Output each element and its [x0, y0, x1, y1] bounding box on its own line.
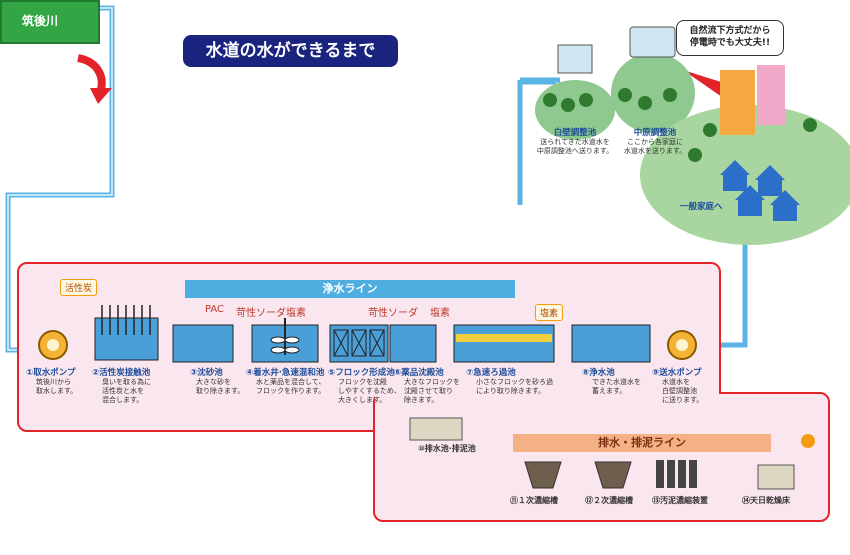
drainage-line-bar: 排水・排泥ライン: [513, 434, 771, 452]
river-tag: 筑後川: [0, 0, 100, 44]
chemical-activated-carbon: 活性炭: [60, 279, 98, 296]
reservoir-shirakabe: 白壁調整池 送られてきた水道水を 中原調整池へ送ります。: [530, 126, 620, 156]
reservoir-landscape: [535, 26, 850, 245]
step-mixing-basin: ④着水井·急速混和池 水と薬品を混合して、 フロックを作ります。: [246, 366, 325, 396]
drain-step-label: ⑪１次濃縮槽: [510, 496, 558, 505]
purification-line-bar: 浄水ライン: [185, 280, 515, 298]
step-desc: 臭いを取る為に 活性炭と水を 混合します。: [102, 378, 151, 404]
step-desc: 大きなフロックを 沈殿させて取り 除きます。: [404, 378, 460, 404]
chemical-caustic-soda: 苛性ソーダ: [368, 308, 418, 319]
page-title: 水道の水ができるまで: [183, 35, 398, 67]
step-label: ⑦急速ろ過池: [466, 368, 516, 378]
step-desc: フロックを沈殿 しやすくするため、 大きくします。: [338, 378, 401, 404]
step-distribution-pump: ⑨送水ポンプ 水道水を 白壁調整池 に送ります。: [652, 366, 703, 405]
step-label: ⑧浄水池: [582, 368, 615, 378]
homes-label: 一般家庭へ: [680, 202, 723, 212]
step-label: ④着水井·急速混和池: [246, 368, 325, 378]
step-sedimentation: ⑥薬品沈殿池 大きなフロックを 沈殿させて取り 除きます。: [394, 366, 460, 405]
step-label: ③沈砂池: [190, 368, 223, 378]
step-flocculation: ⑤フロック形成池 フロックを沈殿 しやすくするため、 大きくします。: [328, 366, 401, 405]
step-rapid-filtration: ⑦急速ろ過池 小さなフロックを砂ろ過 により取り除きます。: [466, 366, 553, 396]
reservoir-desc: ここから各家庭に 水道水を送ります。: [623, 138, 687, 155]
chemical-caustic-soda: 苛性ソーダ: [236, 308, 286, 319]
chemical-pac: PAC: [205, 304, 225, 315]
drain-step-label: ⑬汚泥濃縮装置: [652, 496, 708, 505]
chemical-chlorine: 塩素: [430, 308, 450, 319]
step-label: ⑥薬品沈殿池: [394, 368, 444, 378]
speech-bubble: 自然流下方式だから 停電時でも大丈夫!!: [676, 20, 784, 56]
step-desc: できた水道水を 蓄えます。: [592, 378, 641, 395]
reservoir-desc: 送られてきた水道水を 中原調整池へ送ります。: [536, 138, 614, 155]
reservoir-label: 中原調整池: [633, 128, 677, 138]
drain-step-label: ⑩排水池·排泥池: [418, 444, 476, 453]
step-grit-chamber: ③沈砂池 大きな砂を 取り除きます。: [190, 366, 244, 396]
step-desc: 小さなフロックを砂ろ過 により取り除きます。: [476, 378, 553, 395]
step-label: ②活性炭接触池: [92, 368, 151, 378]
step-label: ⑨送水ポンプ: [652, 368, 702, 378]
step-clear-water-tank: ⑧浄水池 できた水道水を 蓄えます。: [582, 366, 641, 396]
reservoir-label: 白壁調整池: [553, 128, 597, 138]
chemical-chlorine: 塩素: [286, 308, 306, 319]
step-label: ①取水ポンプ: [26, 368, 76, 378]
drain-step-label: ⑫２次濃縮槽: [585, 496, 633, 505]
drain-step-label: ⑭天日乾燥床: [742, 496, 790, 505]
step-desc: 筑後川から 取水します。: [36, 378, 78, 395]
step-desc: 大きな砂を 取り除きます。: [196, 378, 245, 395]
step-activated-carbon-tank: ②活性炭接触池 臭いを取る為に 活性炭と水を 混合します。: [92, 366, 151, 405]
step-desc: 水と薬品を混合して、 フロックを作ります。: [256, 378, 326, 395]
step-intake-pump: ①取水ポンプ 筑後川から 取水します。: [26, 366, 77, 396]
chemical-chlorine: 塩素: [535, 304, 564, 321]
reservoir-nakabaru: 中原調整池 ここから各家庭に 水道水を送ります。: [610, 126, 700, 156]
step-label: ⑤フロック形成池: [328, 368, 395, 378]
step-desc: 水道水を 白壁調整池 に送ります。: [662, 378, 704, 404]
